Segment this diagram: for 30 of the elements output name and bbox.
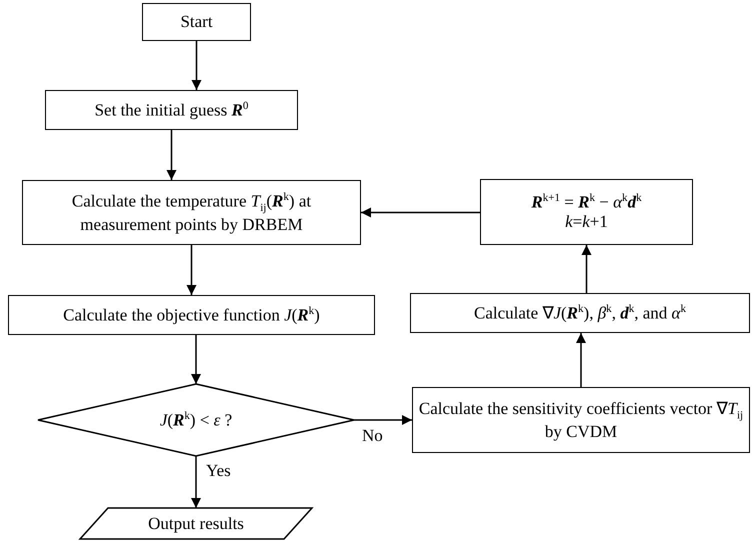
process-box [22,180,361,245]
arrow [191,335,201,384]
arrow [354,415,412,425]
node-text: Calculate the sensitivity coefficients vector ∇T$_{ij}$ by CVDM [418,398,744,442]
edge-label: No [362,427,383,444]
edge-label: Yes [206,462,231,479]
process-box [8,295,375,335]
arrow [166,130,176,180]
node-text: Set the initial guess R$^{0}$ [94,100,250,120]
arrow [576,333,586,387]
node-text: Calculate ∇J(R$^{k}$), β$^{k}$, d$^{k}$, and α$^{k}$ [472,302,687,324]
arrow [361,208,480,218]
arrow [186,245,196,295]
arrow [191,456,201,508]
node-text: Output results [147,514,245,534]
output-parallelogram [80,508,312,539]
arrow [192,41,202,90]
process-box [410,293,750,333]
decision-diamond [38,384,354,456]
process-box [412,387,750,453]
arrow [582,245,592,293]
process-box [480,179,693,245]
node-text: k=k+1 [564,212,609,232]
node-text: Calculate the objective function J(R$^{k}$) [62,304,321,326]
process-box [45,90,298,130]
node-text: Calculate the temperature T$_{ij}$(R$^{k}$) at measurement points by DRBEM [70,190,312,234]
node-text: Start [179,12,214,32]
process-box [142,3,251,41]
node-text: R$^{k+1}$ = R$^{k}$ − α$^{k}$d$^{k}$ [530,192,643,212]
node-text: J(R$^{k}$) < ε ? [158,410,234,430]
